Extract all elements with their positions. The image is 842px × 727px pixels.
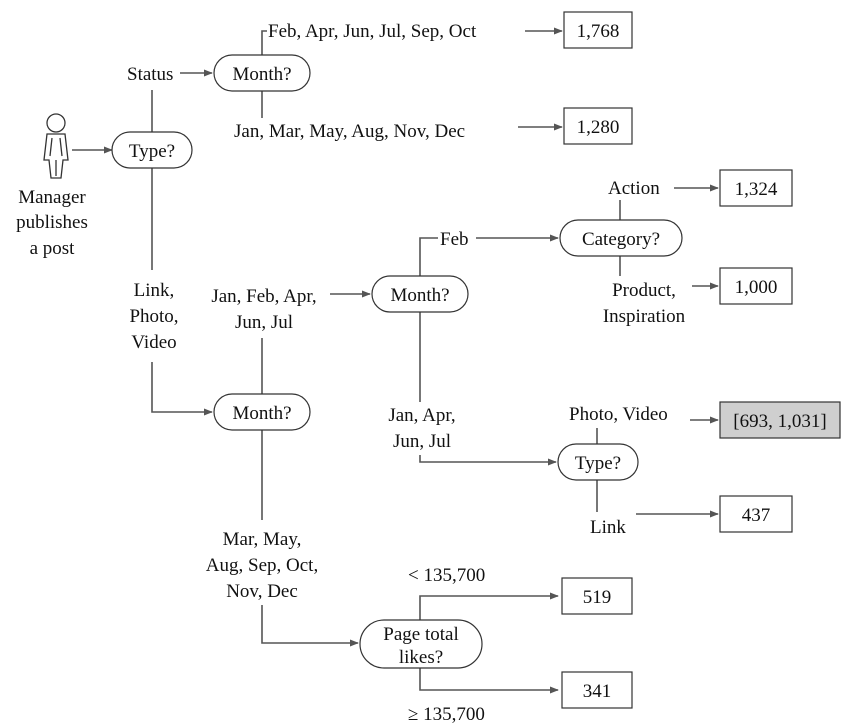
- edge-label-months: Aug, Sep, Oct,: [206, 555, 318, 576]
- edge-label-status: Status: [127, 64, 173, 85]
- edge-labels: Status Feb, Apr, Jun, Jul, Sep, Oct Jan,…: [127, 21, 686, 725]
- node-label: Page total: [383, 624, 458, 645]
- edge-label-type: Video: [131, 332, 176, 353]
- decision-node-month-status: Month?: [213, 54, 311, 92]
- decision-node-page-likes: Page total likes?: [359, 619, 483, 669]
- edge-jajj-to-type: [419, 455, 557, 466]
- edge-label-lt-likes: < 135,700: [408, 565, 485, 586]
- node-label: likes?: [399, 647, 443, 668]
- edge-label-photo-video: Photo, Video: [569, 404, 668, 425]
- edge-month-up: [261, 30, 267, 55]
- decision-node-month-lpv: Month?: [213, 393, 311, 431]
- edge-to-page-likes: [261, 605, 359, 647]
- leaf-value: 1,768: [577, 21, 620, 42]
- edge-label-feb: Feb: [440, 229, 469, 250]
- leaf-value: [693, 1,031]: [733, 411, 826, 432]
- edge-label-months: Jan, Mar, May, Aug, Nov, Dec: [234, 121, 465, 142]
- leaf-box-437: 437: [719, 495, 793, 533]
- leaf-value: 437: [742, 505, 771, 526]
- node-label: Month?: [232, 64, 291, 85]
- leaf-box-1000: 1,000: [719, 267, 793, 305]
- actor-label-line: publishes: [16, 212, 88, 233]
- decision-node-month-jfa: Month?: [371, 275, 469, 313]
- leaf-box-range-highlighted: [693, 1,031]: [719, 401, 841, 439]
- node-label: Month?: [390, 285, 449, 306]
- node-label: Category?: [582, 229, 660, 250]
- edge-label-months: Jan, Apr,: [388, 405, 455, 426]
- edge-label-action: Action: [608, 178, 660, 199]
- edge-label-link: Link: [590, 517, 626, 538]
- edge-to-519: [419, 592, 559, 622]
- edge-label-months: Nov, Dec: [226, 581, 298, 602]
- person-icon: [43, 113, 69, 179]
- leaf-value: 1,324: [735, 179, 778, 200]
- leaf-box-341: 341: [561, 671, 633, 709]
- leaf-value: 519: [583, 587, 612, 608]
- edge-label-months: Mar, May,: [223, 529, 302, 550]
- leaf-value: 1,280: [577, 117, 620, 138]
- edge-label-category: Product,: [612, 280, 676, 301]
- edge-label-type: Photo,: [129, 306, 178, 327]
- leaf-box-1324: 1,324: [719, 169, 793, 207]
- decision-node-category: Category?: [559, 219, 683, 257]
- edge-label-months: Feb, Apr, Jun, Jul, Sep, Oct: [268, 21, 477, 42]
- leaf-box-1280: 1,280: [563, 107, 633, 145]
- decision-node-type-root: Type?: [111, 131, 193, 169]
- edge-to-341: [419, 666, 559, 694]
- node-label: Month?: [232, 403, 291, 424]
- actor-label-line: Manager: [18, 187, 86, 208]
- edge-label-months: Jun, Jul: [393, 431, 451, 452]
- leaf-box-1768: 1,768: [563, 11, 633, 49]
- leaf-value: 341: [583, 681, 612, 702]
- edge-label-ge-likes: ≥ 135,700: [408, 704, 485, 725]
- leaf-box-519: 519: [561, 577, 633, 615]
- edges: [72, 27, 719, 694]
- edge-lpv-to-month: [151, 362, 213, 416]
- node-label: Type?: [575, 453, 621, 474]
- edge-label-months: Jun, Jul: [235, 312, 293, 333]
- edge-month-jfa-up: [419, 237, 438, 276]
- edge-label-type: Link,: [134, 280, 175, 301]
- actor-label-line: a post: [30, 238, 76, 259]
- leaf-value: 1,000: [735, 277, 778, 298]
- decision-node-type-jajj: Type?: [557, 443, 639, 481]
- edge-label-months: Jan, Feb, Apr,: [211, 286, 316, 307]
- edge-label-category: Inspiration: [603, 306, 686, 327]
- node-label: Type?: [129, 141, 175, 162]
